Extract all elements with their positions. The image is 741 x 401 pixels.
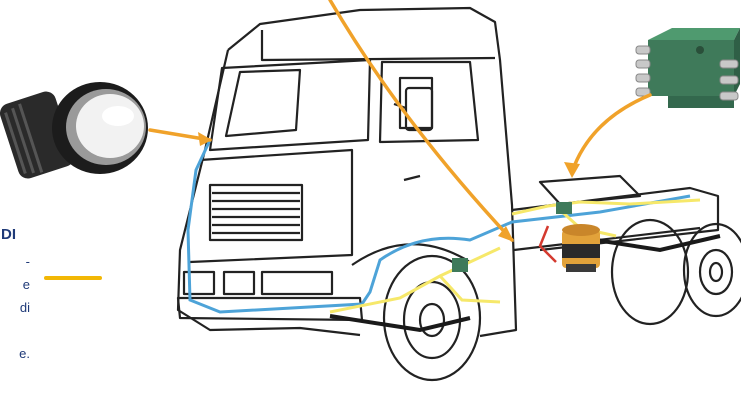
grease-pump-image bbox=[562, 224, 600, 272]
distributor-block-front bbox=[452, 258, 468, 272]
heading-fragment: DI bbox=[1, 226, 16, 243]
text-line-4: e. bbox=[19, 346, 30, 361]
arrow-heads bbox=[198, 132, 580, 242]
arrow-to-chassis bbox=[328, 0, 514, 242]
manifold-block-image bbox=[635, 28, 740, 108]
blue-lube-line bbox=[186, 139, 691, 314]
arrow-from-manifold bbox=[570, 93, 652, 174]
accent-bar bbox=[44, 276, 102, 280]
distributor-block-rear bbox=[556, 202, 572, 214]
text-line-3: di bbox=[19, 300, 30, 315]
hose-lines bbox=[329, 234, 721, 333]
text-line-1: - bbox=[25, 254, 30, 269]
truck-illustration bbox=[176, 6, 741, 382]
red-line bbox=[538, 225, 557, 263]
push-button-image bbox=[0, 82, 148, 179]
text-line-2: e bbox=[22, 277, 30, 292]
